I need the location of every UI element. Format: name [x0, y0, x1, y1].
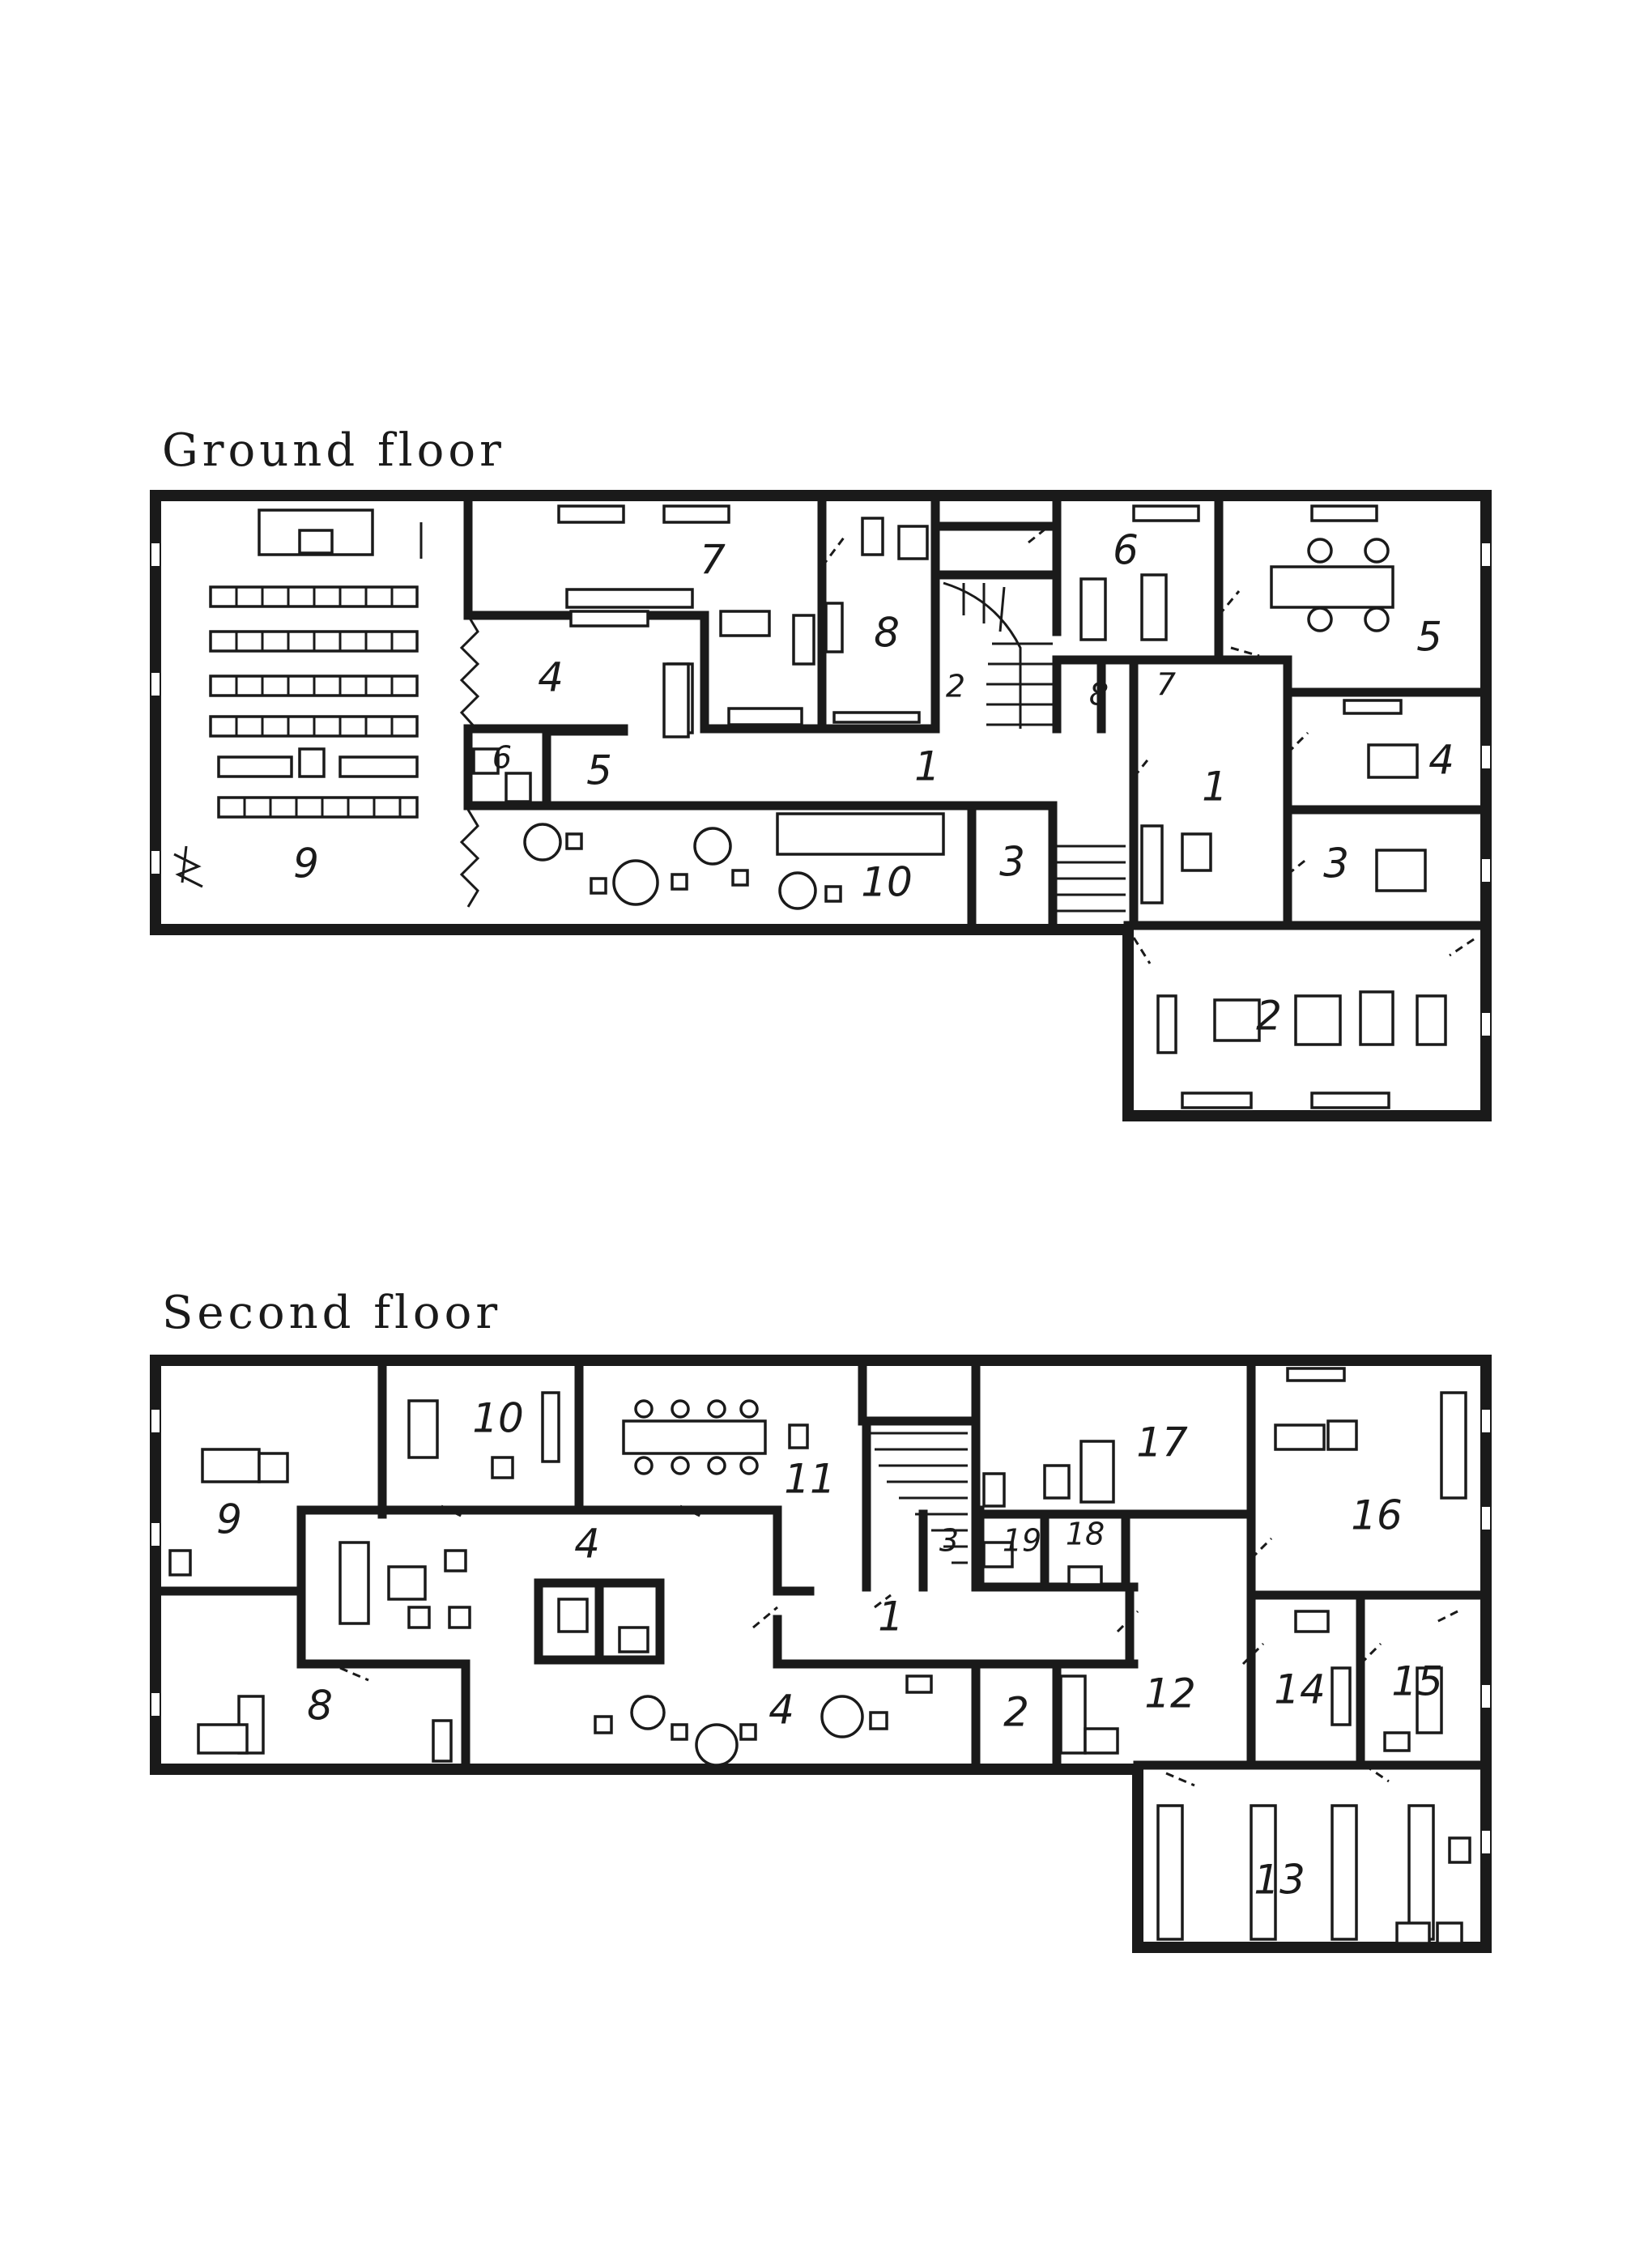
room-label: 7: [1156, 667, 1176, 703]
second-floor-room-labels: 1 2 3 4 4 8 9 10 11 12 13 14 15 16 17 18…: [216, 1395, 1443, 1904]
room-label: 11: [784, 1456, 836, 1503]
ground-floor-interior-walls: [463, 491, 1491, 930]
second-floor-doors: [339, 1504, 1458, 1787]
second-floor-windows: [150, 1408, 1492, 1855]
room-label: 9: [293, 840, 319, 887]
room-label: 10: [472, 1395, 524, 1442]
second-floor-outer-wall: [150, 1355, 1492, 1953]
ground-floor-staircase: [943, 581, 1126, 913]
room-label: 4: [574, 1521, 600, 1568]
ground-floor-outer-wall: [150, 490, 1492, 1121]
room-label: 7: [700, 537, 726, 584]
room-label: 3: [999, 839, 1025, 886]
room-label: 5: [586, 747, 612, 794]
room-label: 15: [1391, 1658, 1443, 1705]
room-label: 17: [1136, 1419, 1188, 1466]
seat-row: [209, 674, 419, 697]
ground-floor-plan: Ground floor: [150, 424, 1492, 1121]
room-label: 1: [914, 743, 940, 790]
second-floor-staircase: [871, 1432, 968, 1592]
room-label: 1: [878, 1594, 904, 1640]
folding-partition: [459, 809, 480, 908]
room-label: 4: [1428, 737, 1454, 784]
room-label: 3: [939, 1523, 959, 1559]
room-label: 19: [1003, 1523, 1041, 1559]
seat-row: [209, 630, 419, 653]
ground-floor-room-labels: 1 1 2 2 3 3 4 4 5 5 6 6 7 7 8 8 9 10: [293, 527, 1454, 1040]
ground-floor-title: Ground floor: [162, 424, 505, 477]
ground-floor-doors: [820, 525, 1475, 964]
second-floor-interior-walls: [151, 1355, 1491, 1770]
seat-row: [217, 747, 419, 778]
room-label: 2: [1256, 993, 1282, 1040]
plant-icon: [173, 845, 203, 888]
room-label: 16: [1351, 1492, 1403, 1539]
seat-row: [209, 715, 419, 738]
room-label: 6: [492, 740, 512, 776]
room-label: 14: [1274, 1666, 1326, 1713]
second-floor-title: Second floor: [162, 1287, 501, 1339]
auditorium-seating: [173, 508, 423, 888]
room-label: 2: [1003, 1689, 1029, 1736]
room-label: 9: [216, 1496, 242, 1543]
seat-row: [217, 796, 419, 819]
folding-partition: [459, 615, 480, 730]
room-label: 6: [1113, 527, 1139, 574]
room-label: 4: [769, 1687, 794, 1734]
room-label: 8: [874, 610, 900, 657]
ground-floor-furniture: [472, 504, 1447, 1109]
room-label: 10: [861, 859, 913, 906]
room-label: 8: [307, 1683, 333, 1730]
second-floor-furniture: [168, 1367, 1471, 1945]
room-label: 8: [1089, 677, 1109, 713]
seat-row: [209, 585, 419, 608]
room-label: 3: [1323, 840, 1349, 887]
room-label: 4: [538, 654, 564, 701]
room-label: 18: [1066, 1517, 1105, 1552]
room-label: 13: [1254, 1857, 1305, 1904]
room-label: 2: [946, 669, 965, 704]
room-label: 12: [1144, 1670, 1196, 1717]
second-floor-plan: Second floor: [150, 1287, 1492, 1953]
room-label: 1: [1202, 764, 1228, 811]
room-label: 5: [1416, 614, 1442, 661]
ground-floor-windows: [150, 542, 1492, 1037]
